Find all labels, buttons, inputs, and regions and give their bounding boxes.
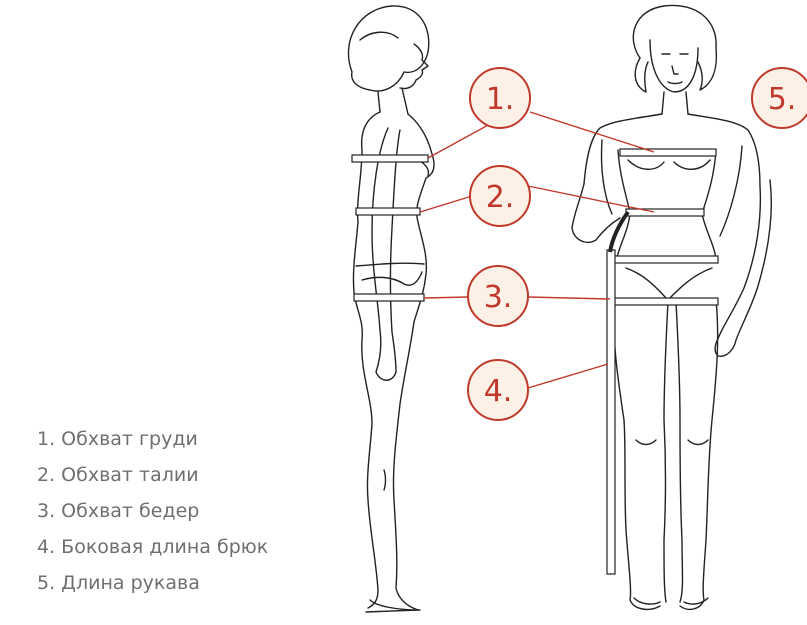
- legend-item-waist: 2. Обхват талии: [37, 464, 199, 486]
- side-bust-tape: [351, 154, 429, 163]
- measurement-legend: 1. Обхват груди 2. Обхват талии 3. Обхва…: [37, 424, 268, 604]
- front-bust-tape: [619, 148, 717, 157]
- side-hip-tape: [353, 293, 425, 302]
- badge-2-label: 2.: [486, 180, 515, 215]
- legend-item-sleeve-length: 5. Длина рукава: [37, 572, 200, 594]
- leader-lines: [419, 111, 655, 389]
- front-waist-tape: [625, 208, 705, 217]
- front-tape-bands: [606, 148, 719, 575]
- badge-4-label: 4.: [484, 374, 513, 409]
- badge-4: 4.: [467, 359, 529, 421]
- badge-1: 1.: [469, 67, 531, 129]
- side-view-figure: [347, 5, 435, 613]
- badge-2: 2.: [469, 165, 531, 227]
- badge-5-label: 5.: [768, 82, 797, 117]
- side-waist-tape: [355, 207, 421, 216]
- badge-5: 5.: [751, 67, 807, 129]
- leader-line-3-side: [423, 296, 469, 299]
- badge-1-label: 1.: [486, 82, 515, 117]
- badge-3: 3.: [467, 265, 529, 327]
- front-hip-tape: [613, 255, 719, 264]
- legend-item-trouser-length: 4. Боковая длина брюк: [37, 536, 269, 558]
- legend-item-hips: 3. Обхват бедер: [37, 500, 200, 522]
- leader-line-2-front: [527, 185, 655, 213]
- waist-to-hip-tape: [608, 210, 630, 253]
- front-thigh-tape: [611, 297, 719, 306]
- badges: 1. 2. 3. 4. 5.: [467, 67, 807, 421]
- badge-3-label: 3.: [484, 280, 513, 315]
- leader-line-1-front: [529, 111, 655, 153]
- leader-line-3-front: [527, 296, 611, 300]
- leader-line-2-side: [419, 195, 473, 213]
- leader-line-4: [527, 363, 609, 389]
- legend-item-bust: 1. Обхват груди: [37, 428, 198, 450]
- front-view-figure: [571, 4, 772, 611]
- leader-line-1-side: [427, 123, 491, 159]
